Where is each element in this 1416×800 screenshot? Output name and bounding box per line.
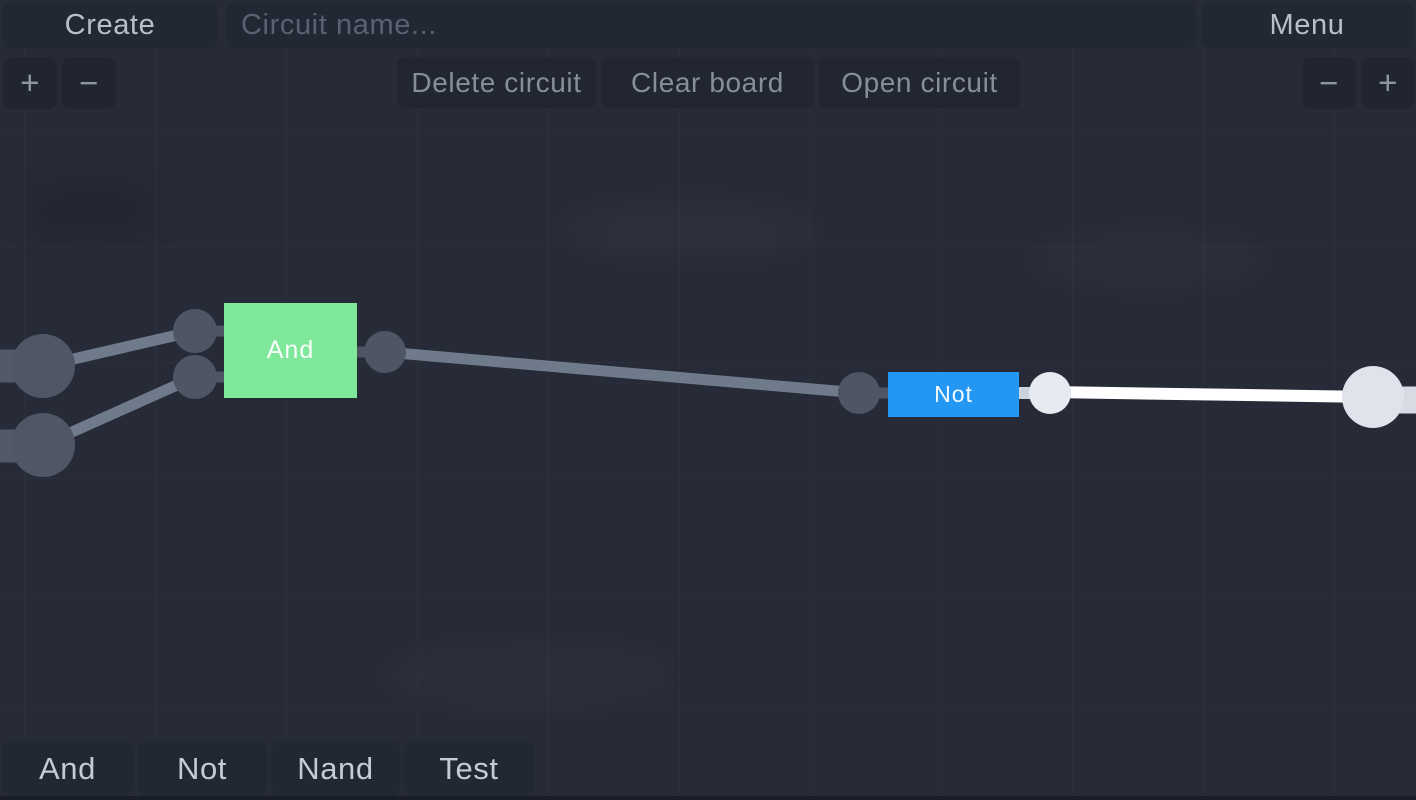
zoom-in-button-right[interactable]: + <box>1361 57 1415 109</box>
zoom-out-button-left[interactable]: − <box>62 57 116 109</box>
gate-and[interactable]: And <box>224 303 357 398</box>
create-button[interactable]: Create <box>3 3 217 48</box>
gate-not-label: Not <box>934 381 973 407</box>
wire-not-to-output[interactable] <box>1049 386 1373 403</box>
delete-circuit-button[interactable]: Delete circuit <box>397 57 596 108</box>
circuit-input-node-1[interactable] <box>11 334 75 398</box>
gate-and-label: And <box>266 336 315 364</box>
circuit-input-node-2[interactable] <box>11 413 75 477</box>
circuit-name-input[interactable] <box>227 3 1196 48</box>
palette-item-and[interactable]: And <box>2 741 133 796</box>
and-input-pin-1[interactable] <box>173 309 217 353</box>
and-output-pin[interactable] <box>364 331 406 373</box>
and-input-pin-2[interactable] <box>173 355 217 399</box>
zoom-in-button-left[interactable]: + <box>3 57 57 109</box>
menu-button[interactable]: Menu <box>1201 3 1413 48</box>
circuit-output-node[interactable] <box>1342 366 1404 428</box>
open-circuit-button[interactable]: Open circuit <box>819 57 1020 108</box>
clear-board-button[interactable]: Clear board <box>601 57 814 108</box>
palette-item-test[interactable]: Test <box>404 741 534 796</box>
not-input-pin[interactable] <box>838 372 880 414</box>
wire-and-to-not[interactable] <box>384 346 860 399</box>
not-output-pin[interactable] <box>1029 372 1071 414</box>
gate-not[interactable]: Not <box>888 372 1019 417</box>
zoom-out-button-right[interactable]: − <box>1302 57 1356 109</box>
palette-item-not[interactable]: Not <box>137 741 267 796</box>
palette-item-nand[interactable]: Nand <box>271 741 400 796</box>
bottom-edge-strip <box>0 796 1416 800</box>
